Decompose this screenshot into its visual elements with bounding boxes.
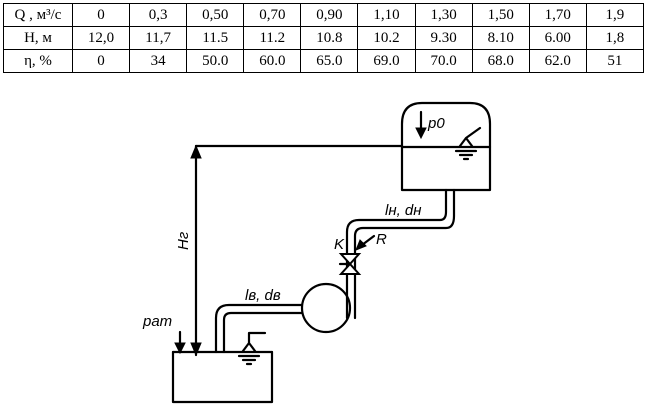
table-cell: 11.2 <box>243 26 302 50</box>
row-header: η, % <box>3 49 73 73</box>
hg-bottom-arrowhead <box>190 342 202 357</box>
table-cell: 70.0 <box>414 49 473 73</box>
lower-reservoir <box>171 350 274 404</box>
table-cell: 62.0 <box>528 49 587 73</box>
table-cell: 11,7 <box>129 26 188 50</box>
suction-pipe <box>214 303 304 354</box>
table-cell: 9.30 <box>414 26 473 50</box>
suction-pipe-inner <box>222 311 304 354</box>
table-cell: 69.0 <box>357 49 416 73</box>
table-cell: 1,70 <box>528 3 587 27</box>
pat-arrowhead <box>174 342 186 355</box>
p0-label: p0 <box>427 115 445 132</box>
hg-label: Hг <box>175 231 192 250</box>
upper-pressure-tank <box>400 101 492 192</box>
table-cell: 51 <box>585 49 645 73</box>
p0-arrowhead <box>415 127 427 140</box>
table-cell: 1,10 <box>357 3 416 27</box>
table-cell: 10.2 <box>357 26 416 50</box>
hg-top-arrowhead <box>190 144 202 159</box>
upper-water-mark-icon <box>454 126 482 161</box>
pat-label: pат <box>142 313 172 330</box>
table-cell: 34 <box>129 49 188 73</box>
discharge-pipe <box>345 188 448 320</box>
pump-casing <box>300 282 352 334</box>
table-cell: 0 <box>71 3 131 27</box>
valve-k-icon <box>338 253 362 275</box>
table-cell: 0 <box>71 49 131 73</box>
discharge-pipe-label: lн, dн <box>385 202 422 219</box>
valve-k-label: K <box>334 236 345 253</box>
table-cell: 65.0 <box>300 49 359 73</box>
resistance-arrowhead <box>355 239 367 251</box>
resistance-r-label: R <box>376 231 387 248</box>
table-cell: 1,8 <box>585 26 645 50</box>
table-cell: 1,30 <box>414 3 473 27</box>
discharge-pipe-inner <box>353 188 456 320</box>
table-cell: 0,70 <box>243 3 302 27</box>
table-cell: 60.0 <box>243 49 302 73</box>
lower-water-mark-icon <box>237 331 267 366</box>
row-header: Q , м³/с <box>3 3 73 27</box>
suction-pipe-label: lв, dв <box>245 287 281 304</box>
